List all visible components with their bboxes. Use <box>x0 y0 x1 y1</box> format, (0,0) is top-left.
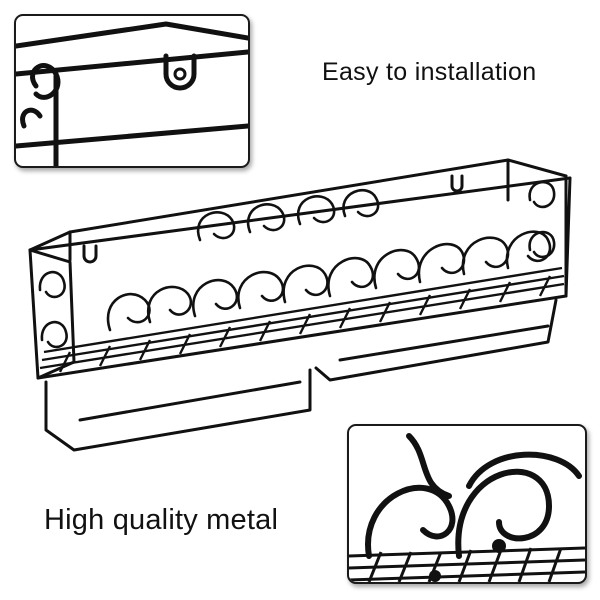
metal-detail-inset <box>347 424 587 584</box>
metal-quality-caption: High quality metal <box>44 504 279 536</box>
hanger-closeup-image <box>16 21 248 166</box>
installation-caption: Easy to installation <box>322 58 537 86</box>
hanger-detail-inset <box>14 14 250 168</box>
metal-closeup-image <box>349 433 585 582</box>
